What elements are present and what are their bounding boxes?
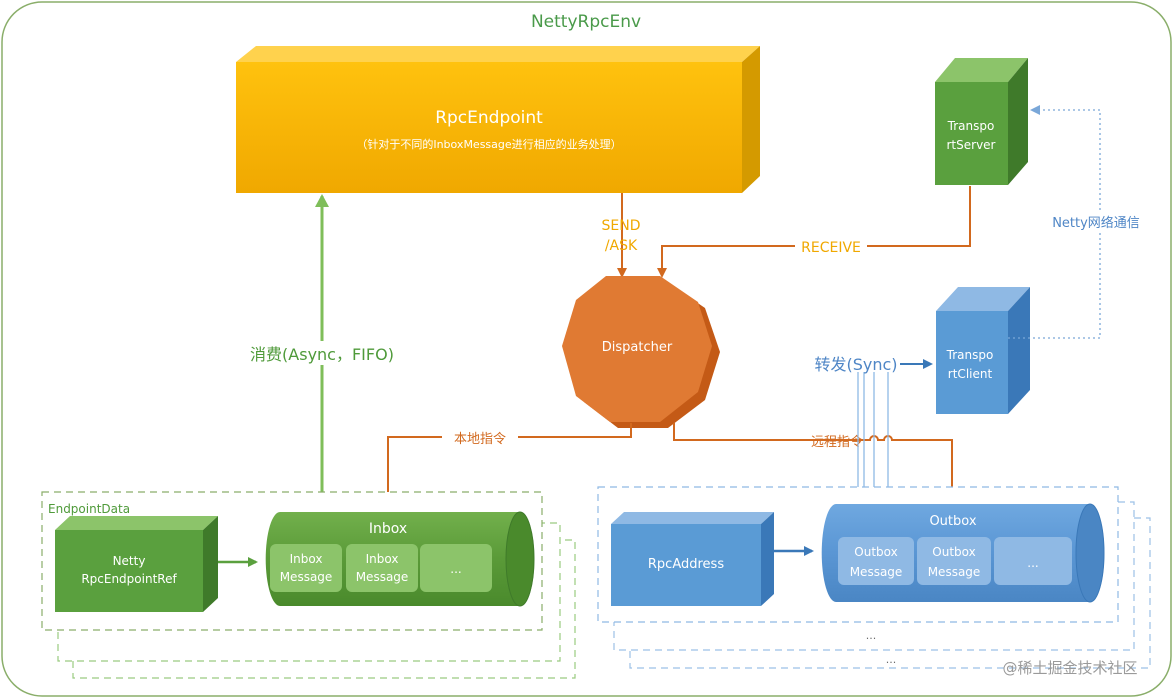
inbox-queue: Inbox Inbox Message Inbox Message ... [265, 511, 535, 607]
inbox-more-label: ... [450, 562, 461, 576]
outbox-queue: Outbox Outbox Message Outbox Message ... [821, 503, 1105, 603]
inbox-message-1-line-1: Inbox [290, 552, 323, 566]
rpc-endpoint-ref-label-1: Netty [113, 554, 146, 568]
forward-sync-lines [857, 359, 933, 488]
rpc-endpoint-ref-block: Netty RpcEndpointRef [55, 516, 218, 612]
rpc-address-block: RpcAddress [611, 512, 774, 606]
outbox-message-1-line-1: Outbox [854, 545, 897, 559]
outbox-message-2 [917, 537, 991, 585]
remote-cmd-label: 远程指令 [811, 435, 863, 450]
send-ask-label-2: /ASK [605, 238, 638, 254]
inbox-title: Inbox [369, 521, 407, 537]
outbox-message-more [994, 537, 1072, 585]
consume-label: 消费(Async，FIFO) [250, 345, 394, 364]
inbox-message-1 [270, 544, 342, 592]
netty-comm-label: Netty网络通信 [1052, 215, 1140, 231]
outbox-stack-dots-1: ... [866, 629, 877, 642]
transport-client-block: Transpo rtClient [936, 287, 1030, 414]
inbox-message-1-line-2: Message [280, 570, 333, 584]
endpoint-data-label: EndpointData [48, 502, 130, 516]
env-title: NettyRpcEnv [531, 12, 641, 32]
rpc-endpoint-block: RpcEndpoint （针对于不同的InboxMessage进行相应的业务处理… [236, 46, 760, 193]
transport-server-block: Transpo rtServer [935, 58, 1028, 185]
outbox-more-label: ... [1027, 556, 1038, 570]
outbox-message-1-line-2: Message [850, 565, 903, 579]
outbox-message-2-line-2: Message [928, 565, 981, 579]
rpc-endpoint-ref-label-2: RpcEndpointRef [81, 572, 177, 586]
watermark: @稀土掘金技术社区 [1002, 659, 1137, 677]
outbox-title: Outbox [929, 514, 976, 529]
rpc-address-label: RpcAddress [648, 557, 724, 572]
send-ask-label-1: SEND [602, 218, 641, 234]
transport-client-label-1: Transpo [946, 348, 994, 362]
local-cmd-label: 本地指令 [454, 432, 506, 447]
inbox-message-2-line-2: Message [356, 570, 409, 584]
receive-label: RECEIVE [801, 240, 861, 256]
transport-server-label-2: rtServer [947, 138, 996, 152]
dispatcher-label: Dispatcher [602, 340, 673, 355]
inbox-message-2-line-1: Inbox [366, 552, 399, 566]
rpc-endpoint-subtitle: （针对于不同的InboxMessage进行相应的业务处理） [356, 137, 621, 151]
outbox-stack-dots-2: ... [886, 653, 897, 666]
transport-server-label-1: Transpo [947, 119, 995, 133]
rpc-endpoint-title: RpcEndpoint [435, 108, 543, 128]
outbox-message-2-line-1: Outbox [932, 545, 975, 559]
remote-cmd-edge [673, 423, 957, 502]
inbox-message-2 [346, 544, 418, 592]
outbox-message-1 [838, 537, 914, 585]
dispatcher-node: Dispatcher [562, 276, 720, 428]
transport-client-label-2: rtClient [948, 367, 993, 381]
inbox-message-more [420, 544, 492, 592]
forward-sync-label: 转发(Sync) [814, 355, 897, 374]
